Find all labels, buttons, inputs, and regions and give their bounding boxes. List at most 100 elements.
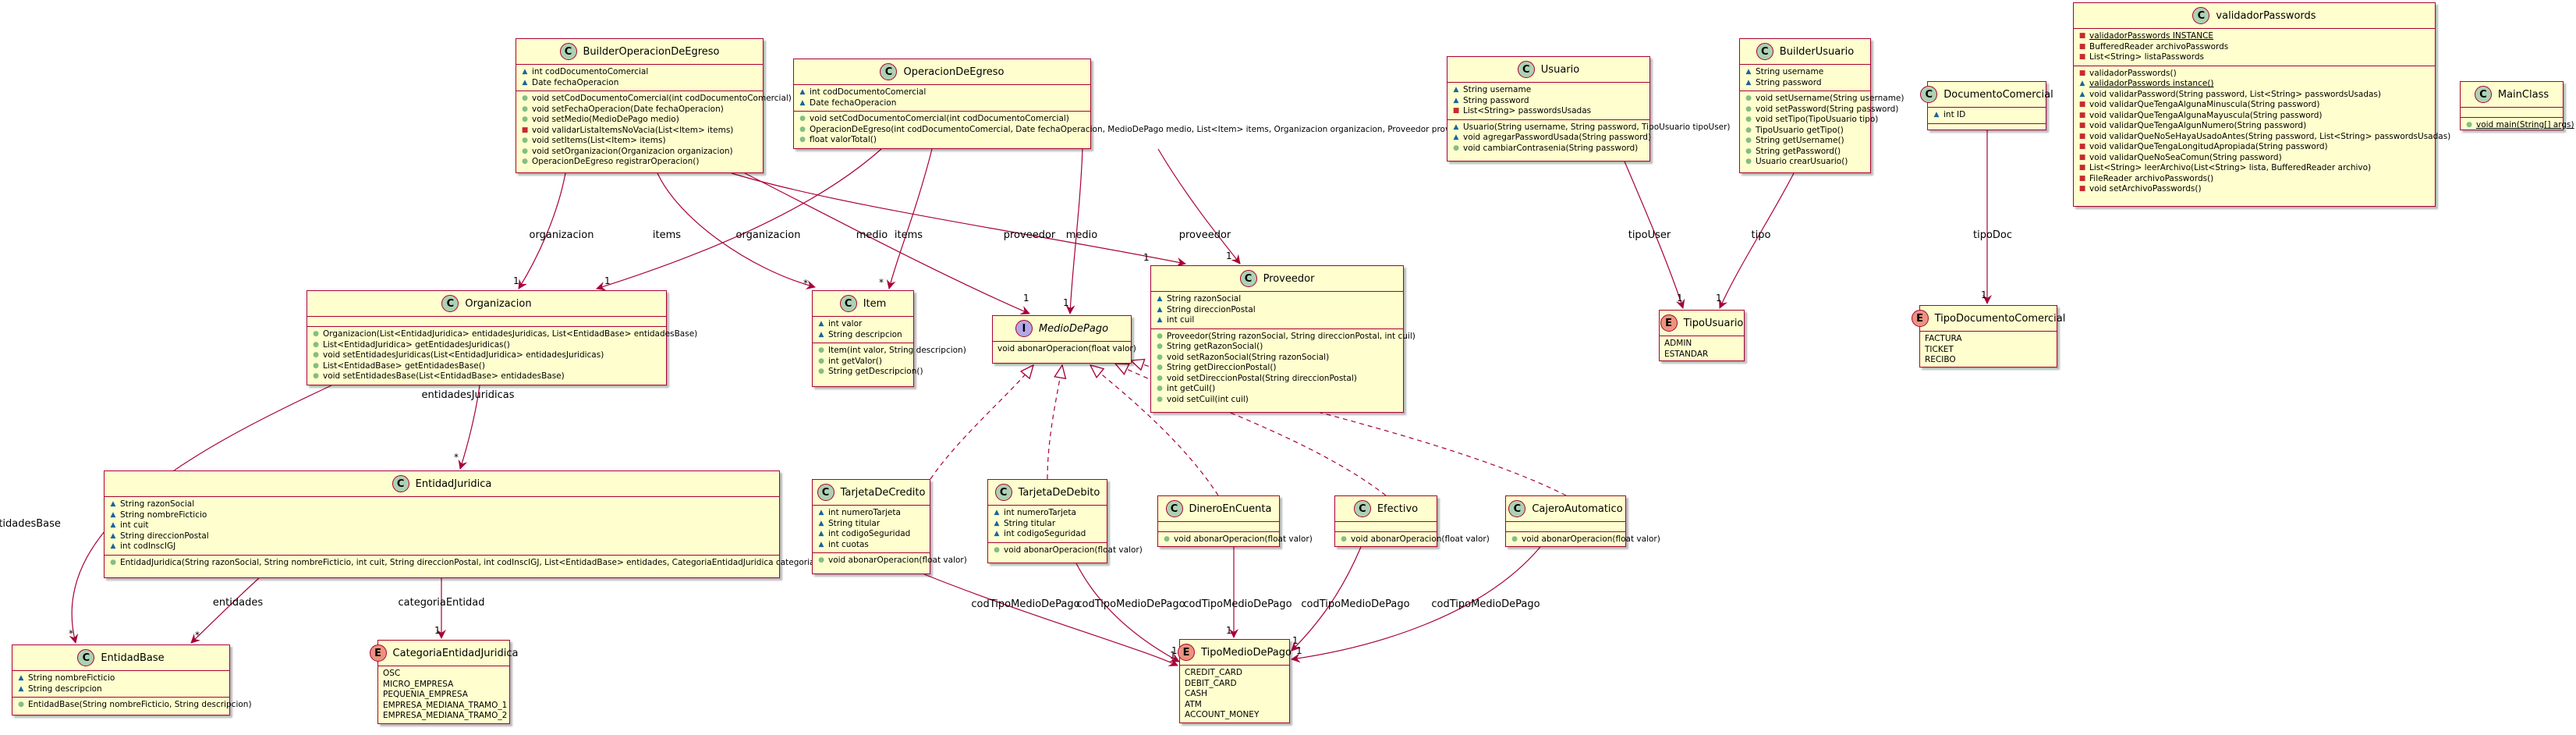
private-visibility-icon: ■ <box>2078 185 2086 193</box>
public-visibility-icon: ● <box>1157 385 1163 392</box>
uml-member: ▲String password <box>1452 96 1645 107</box>
uml-member: ■void validarQueNoSeHayaUsadoAntes(Strin… <box>2078 132 2451 143</box>
uml-member-text: void validarQueTengaAlgunaMayuscula(Stri… <box>2089 110 2323 120</box>
association-label: categoriaEntidad <box>399 597 485 609</box>
association-label: medio <box>1066 229 1098 241</box>
association-label: entidadesBase <box>0 518 61 530</box>
public-visibility-icon: ● <box>313 340 319 349</box>
uml-member-text: String getDireccionPostal() <box>1167 363 1277 372</box>
association-label: tipoDoc <box>1973 229 2012 241</box>
multiplicity-label: 1 <box>1171 645 1178 656</box>
uml-member: ▲int codigoSeguridad <box>993 529 1102 540</box>
uml-member: ●int getCuil() <box>1156 384 1398 395</box>
multiplicity-label: 1 <box>513 275 519 286</box>
uml-member: PEQUENIA_EMPRESA <box>383 690 505 701</box>
uml-member-text: ADMIN <box>1664 339 1692 348</box>
uml-member-text: int cuil <box>1167 315 1195 325</box>
package-visibility-icon: ▲ <box>110 500 116 508</box>
association-label: codTipoMedioDePago <box>971 598 1079 610</box>
uml-member: ▲int codDocumentoComercial <box>799 87 1086 98</box>
uml-box-title: MainClass <box>2497 88 2549 101</box>
uml-member-text: ESTANDAR <box>1664 349 1709 359</box>
uml-fields-section: ▲int codDocumentoComercial▲Date fechaOpe… <box>794 85 1090 111</box>
uml-member: ■validadorPasswords() <box>2078 69 2430 80</box>
uml-member-text: void abonarOperacion(float valor) <box>828 556 967 565</box>
uml-member: ●String getUsername() <box>1745 136 1866 147</box>
uml-member-text: String getPassword() <box>1756 146 1841 156</box>
uml-member-text: void setRazonSocial(String razonSocial) <box>1167 352 1330 362</box>
package-visibility-icon: ▲ <box>110 521 116 529</box>
private-visibility-icon: ■ <box>2078 132 2086 140</box>
uml-fields-section: ▲String nombreFicticio▲String descripcio… <box>12 671 229 697</box>
uml-member-text: float valorTotal() <box>810 135 877 144</box>
public-visibility-icon: ● <box>313 361 319 370</box>
uml-member-text: OperacionDeEgreso(int codDocumentoComerc… <box>810 124 1477 134</box>
uml-member: ■void validarQueTengaAlgunaMinuscula(Str… <box>2078 100 2430 111</box>
association-label: codTipoMedioDePago <box>1183 598 1292 610</box>
uml-member: ●void main(String[] args) <box>2465 120 2574 131</box>
uml-member-text: int codDocumentoComercial <box>810 87 927 97</box>
class-stereotype-icon: C <box>2474 86 2492 103</box>
uml-member-text: void setCodDocumentoComercial(int codDoc… <box>532 94 792 103</box>
uml-class-mainclass: C MainClass ●void main(String[] args) <box>2460 81 2574 131</box>
multiplicity-label: 1 <box>1677 293 1683 304</box>
uml-member: ●Organizacion(List<EntidadJuridica> enti… <box>312 329 697 340</box>
public-visibility-icon: ● <box>1157 395 1163 403</box>
uml-member: ▲int cuotas <box>817 540 925 551</box>
uml-fields-section: ▲int valor▲String descripcion <box>813 317 913 343</box>
uml-member-text: int codigoSeguridad <box>828 529 911 538</box>
uml-fields-section <box>1158 522 1279 531</box>
uml-methods-section: ●void setCodDocumentoComercial(int codDo… <box>516 91 792 170</box>
uml-member: ■BufferedReader archivoPasswords <box>2078 42 2430 53</box>
uml-member: ●OperacionDeEgreso(int codDocumentoComer… <box>799 125 1477 136</box>
uml-methods-section: ●EntidadBase(String nombreFicticio, Stri… <box>12 697 252 713</box>
uml-member: ▲int codDocumentoComercial <box>521 67 758 78</box>
uml-member: ●String getRazonSocial() <box>1156 342 1398 353</box>
uml-member-text: void abonarOperacion(float valor) <box>1351 534 1490 544</box>
public-visibility-icon: ● <box>1745 158 1752 165</box>
uml-methods-section: ●void abonarOperacion(float valor) <box>813 552 967 569</box>
uml-member-text: void setArchivoPasswords() <box>2089 184 2202 194</box>
enum-stereotype-icon: E <box>1660 314 1678 332</box>
package-visibility-icon: ▲ <box>1453 86 1459 94</box>
uml-member-text: List<String> listaPasswords <box>2089 52 2204 62</box>
private-visibility-icon: ■ <box>2078 69 2086 77</box>
public-visibility-icon: ● <box>313 330 319 338</box>
uml-box-title: TipoMedioDePago <box>1201 646 1292 659</box>
public-visibility-icon: ● <box>1157 374 1163 382</box>
package-visibility-icon: ▲ <box>1157 316 1163 324</box>
uml-member-text: void validarQueTengaLongitudApropiada(St… <box>2089 142 2328 151</box>
uml-member: ATM <box>1185 700 1284 711</box>
uml-member: ▲void validarPassword(String password, L… <box>2078 90 2430 101</box>
uml-member-text: void setFechaOperacion(Date fechaOperaci… <box>532 104 724 114</box>
package-visibility-icon: ▲ <box>818 530 824 538</box>
package-visibility-icon: ▲ <box>818 540 824 549</box>
uml-methods-section: ●Proveedor(String razonSocial, String di… <box>1151 328 1416 408</box>
association-edge <box>1291 546 1362 652</box>
uml-member-text: List<EntidadBase> getEntidadesBase() <box>323 360 485 371</box>
uml-member: ●void setCodDocumentoComercial(int codDo… <box>799 114 1086 125</box>
class-stereotype-icon: C <box>1165 500 1183 517</box>
uml-member: ■void validarListaItemsNoVacia(List<Item… <box>521 126 758 137</box>
uml-member: ●List<EntidadJuridica> getEntidadesJurid… <box>312 340 661 351</box>
uml-member: DEBIT_CARD <box>1185 679 1284 690</box>
uml-member: TICKET <box>1925 345 2052 356</box>
uml-member-text: String getRazonSocial() <box>1167 342 1263 351</box>
uml-member-text: void cambiarContrasenia(String password) <box>1463 143 1639 153</box>
uml-member-text: Item(int valor, String descripcion) <box>828 346 966 355</box>
uml-member-text: Date fechaOperacion <box>810 98 897 108</box>
uml-member: ▲String titular <box>993 519 1102 530</box>
